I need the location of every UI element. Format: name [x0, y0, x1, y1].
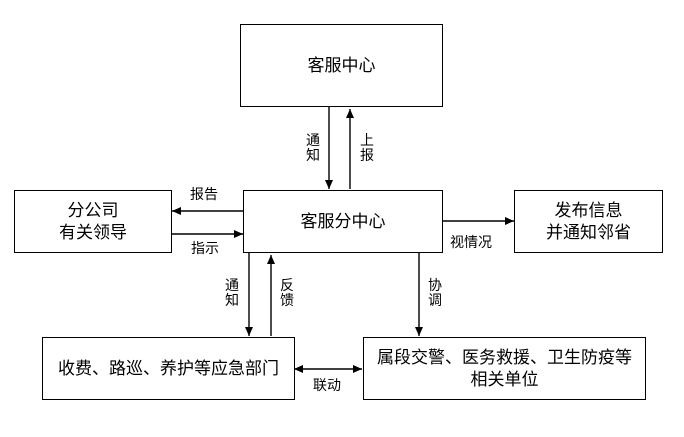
label-notify-bottom: 通知 [225, 278, 239, 309]
label-linkage: 联动 [313, 378, 341, 394]
kefu-center-box: 客服中心 [240, 24, 443, 107]
toll-patrol-box: 收费、路巡、养护等应急部门 [42, 337, 295, 400]
police-medical-label: 属段交警、医务救援、卫生防疫等相关单位 [377, 347, 632, 390]
kefu-sub-center-label: 客服分中心 [300, 211, 386, 232]
branch-leaders-label: 分公司 有关领导 [59, 200, 127, 243]
toll-patrol-label: 收费、路巡、养护等应急部门 [58, 358, 279, 379]
publish-info-label: 发布信息 并通知邻省 [546, 200, 631, 243]
label-report-up: 上报 [360, 133, 374, 164]
label-feedback: 反馈 [280, 278, 294, 309]
police-medical-box: 属段交警、医务救援、卫生防疫等相关单位 [363, 337, 646, 400]
label-notify-top: 通知 [306, 133, 320, 164]
label-coordinate: 协调 [428, 278, 442, 309]
publish-info-box: 发布信息 并通知邻省 [514, 190, 663, 253]
kefu-center-label: 客服中心 [307, 55, 376, 76]
label-report: 报告 [190, 187, 218, 203]
label-depending: 视情况 [450, 235, 492, 251]
kefu-sub-center-box: 客服分中心 [243, 190, 443, 253]
label-instruct: 指示 [191, 241, 219, 257]
branch-leaders-box: 分公司 有关领导 [14, 190, 172, 253]
